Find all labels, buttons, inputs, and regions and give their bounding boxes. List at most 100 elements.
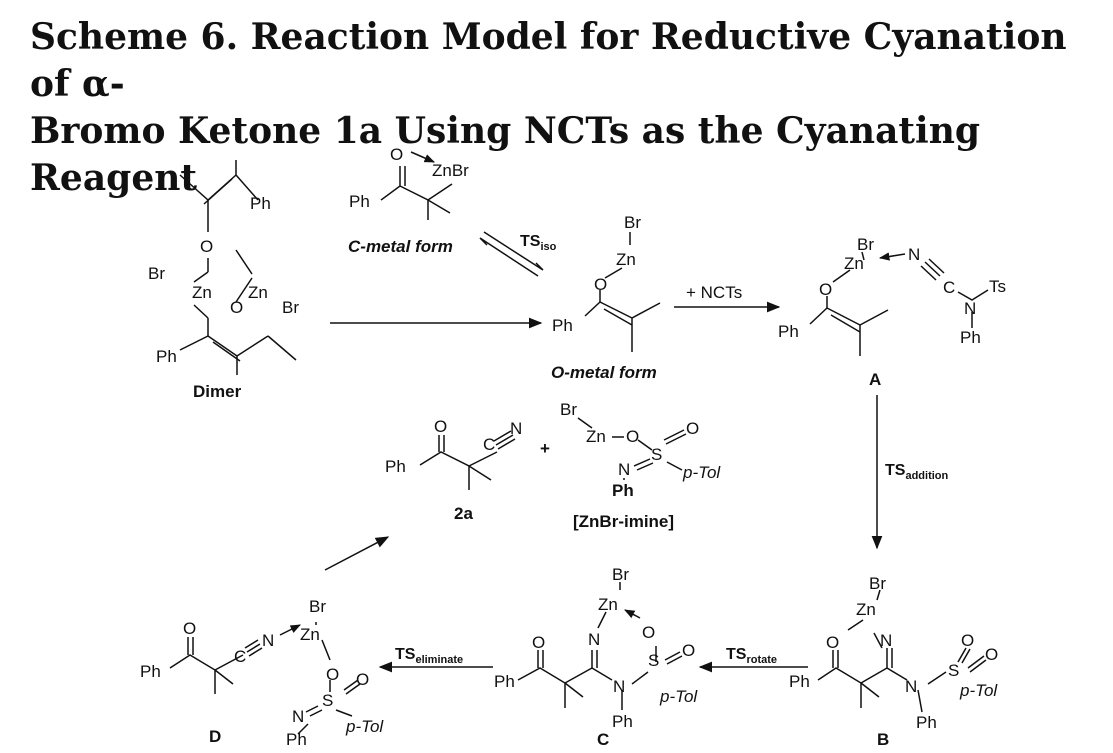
ts-addition-label: TSaddition [885, 462, 949, 482]
c-metal-form-structure [380, 151, 453, 220]
dimer-br-left: Br [148, 264, 165, 283]
product-2a-label: 2a [454, 504, 473, 523]
znbr-imine-structure [577, 417, 687, 471]
o-metal-o: O [594, 275, 607, 294]
c-ptol: p-Tol [659, 687, 698, 706]
b-ptol: p-Tol [959, 681, 998, 700]
d-zn: Zn [300, 625, 320, 644]
imine-ph: Ph [612, 481, 634, 500]
imine-s: S [651, 445, 662, 464]
o-metal-form-structure [584, 232, 661, 352]
ts-rotate-label: TSrotate [726, 646, 777, 666]
b-n: N [880, 631, 892, 650]
d-ptol: p-Tol [345, 717, 384, 736]
d-o-ketone: O [183, 619, 196, 638]
d-n-imine: N [292, 707, 304, 726]
dimer-zn-right: Zn [248, 283, 268, 302]
imine-ptol: p-Tol [682, 463, 721, 482]
imine-o2: O [686, 419, 699, 438]
2a-o: O [434, 417, 447, 436]
b-ph: Ph [789, 672, 810, 691]
o-metal-br: Br [624, 213, 641, 232]
imine-n: N [618, 460, 630, 479]
o-metal-ph: Ph [552, 316, 573, 335]
plus-sign: + [540, 439, 550, 458]
intermediate-a-structure [809, 251, 989, 356]
imine-o: O [626, 427, 639, 446]
c-o: O [532, 633, 545, 652]
c-n: N [588, 630, 600, 649]
title-line-2: Bromo Ketone 1a Using NCTs as the Cyanat… [30, 110, 981, 199]
ts-iso-forward-arrow [483, 231, 544, 271]
intermediate-b-structure [817, 589, 987, 713]
imine-zn: Zn [586, 427, 606, 446]
b-n-amide: N [905, 677, 917, 696]
o-metal-zn: Zn [616, 250, 636, 269]
scheme-title: Scheme 6. Reaction Model for Reductive C… [30, 14, 1100, 202]
d-ph-n: Ph [286, 730, 307, 749]
ts-iso-label: TSiso [520, 233, 557, 253]
c-br: Br [612, 565, 629, 584]
b-br: Br [869, 574, 886, 593]
dimer-br-right: Br [282, 298, 299, 317]
d-c: C [234, 647, 246, 666]
d-o2: O [356, 670, 369, 689]
a-label: A [869, 370, 881, 389]
d-o: O [326, 665, 339, 684]
imine-br: Br [560, 400, 577, 419]
2a-ph: Ph [385, 457, 406, 476]
c-n-amide: N [613, 677, 625, 696]
d-to-2a-arrow [324, 536, 390, 571]
c-metal-o: O [390, 145, 403, 164]
d-n: N [262, 631, 274, 650]
a-ph: Ph [778, 322, 799, 341]
intermediate-d-structure [169, 622, 361, 735]
plus-ncts-label: + NCTs [686, 283, 742, 302]
c-label: C [597, 730, 609, 749]
dimer-ph-bottom: Ph [156, 347, 177, 366]
b-label: B [877, 730, 889, 749]
d-label: D [209, 727, 221, 746]
znbr-imine-label: [ZnBr-imine] [573, 512, 674, 531]
a-n: N [908, 245, 920, 264]
c-o2: O [682, 641, 695, 660]
a-ts: Ts [989, 277, 1006, 296]
c-ph: Ph [494, 672, 515, 691]
a-br: Br [857, 235, 874, 254]
c-s: S [648, 651, 659, 670]
ts-iso-reverse-arrow [479, 237, 539, 277]
a-ph-n: Ph [960, 328, 981, 347]
dimer-structure [179, 160, 297, 375]
a-c: C [943, 278, 955, 297]
a-zn: Zn [844, 254, 864, 273]
d-br: Br [309, 597, 326, 616]
b-o1: O [961, 631, 974, 650]
a-n-amide: N [964, 299, 976, 318]
title-line-1: Scheme 6. Reaction Model for Reductive C… [30, 16, 1067, 105]
o-metal-form-label: O-metal form [551, 363, 657, 382]
b-zn: Zn [856, 600, 876, 619]
c-o-coord: O [642, 623, 655, 642]
2a-c: C [483, 435, 495, 454]
ts-eliminate-label: TSeliminate [395, 646, 463, 666]
b-o: O [826, 633, 839, 652]
b-s: S [948, 661, 959, 680]
c-metal-znbr: ZnBr [432, 161, 469, 180]
intermediate-c-structure [517, 582, 683, 710]
c-metal-form-label: C-metal form [348, 237, 453, 256]
dimer-label: Dimer [193, 382, 242, 401]
d-s: S [322, 691, 333, 710]
dimer-o-top: O [200, 237, 213, 256]
c-ph-n: Ph [612, 712, 633, 731]
dimer-o-bottom: O [230, 298, 243, 317]
b-o2: O [985, 645, 998, 664]
2a-n: N [510, 419, 522, 438]
d-ph: Ph [140, 662, 161, 681]
dimer-zn-left: Zn [192, 283, 212, 302]
a-o: O [819, 280, 832, 299]
product-2a-structure [419, 430, 516, 490]
b-ph-n: Ph [916, 713, 937, 732]
dimer-ph-top: Ph [250, 194, 271, 213]
c-metal-ph: Ph [349, 192, 370, 211]
